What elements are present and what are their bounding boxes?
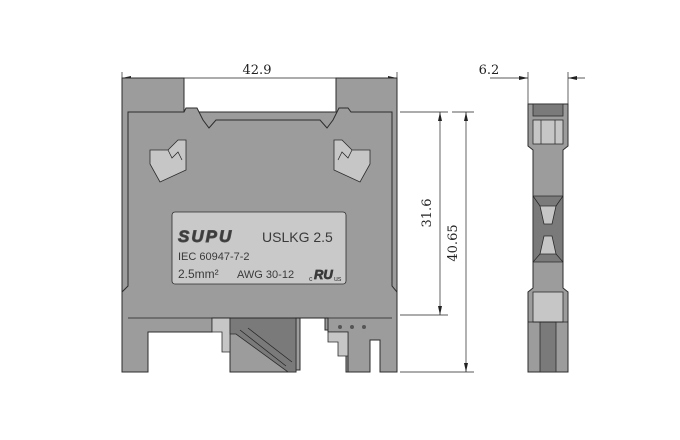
depth-dimension: 6.2 <box>479 63 585 104</box>
standard-text: IEC 60947-7-2 <box>178 251 250 263</box>
ul-mark-logo: RU <box>314 267 333 282</box>
din-rail-foot <box>128 317 392 373</box>
side-view <box>527 103 569 373</box>
left-clamp-opening <box>149 139 187 183</box>
side-foot-upper <box>532 291 564 323</box>
total-height-label: 40.65 <box>446 224 461 261</box>
brand-logo: SUPU <box>178 227 233 246</box>
total-height-dimension: 40.65 <box>400 111 474 373</box>
side-upper-window <box>532 119 564 145</box>
cross-section-text: 2.5mm² <box>178 267 219 281</box>
side-foot-lower <box>539 321 557 373</box>
model-number: USLKG 2.5 <box>262 229 333 245</box>
awg-text: AWG 30-12 <box>237 269 294 281</box>
width-dimension-label: 42.9 <box>243 63 272 78</box>
front-view: SUPU USLKG 2.5 IEC 60947-7-2 2.5mm² AWG … <box>121 77 398 373</box>
ul-mark-c: c <box>309 276 313 283</box>
side-top-cap <box>532 103 564 117</box>
inner-height-dimension: 31.6 <box>400 111 448 316</box>
ul-mark-us: us <box>334 276 342 283</box>
label-plate <box>171 211 347 285</box>
depth-dimension-label: 6.2 <box>479 63 500 78</box>
inner-height-label: 31.6 <box>420 199 435 228</box>
right-clamp-opening <box>333 139 371 183</box>
ul-certification-mark: c RU us <box>309 267 342 283</box>
